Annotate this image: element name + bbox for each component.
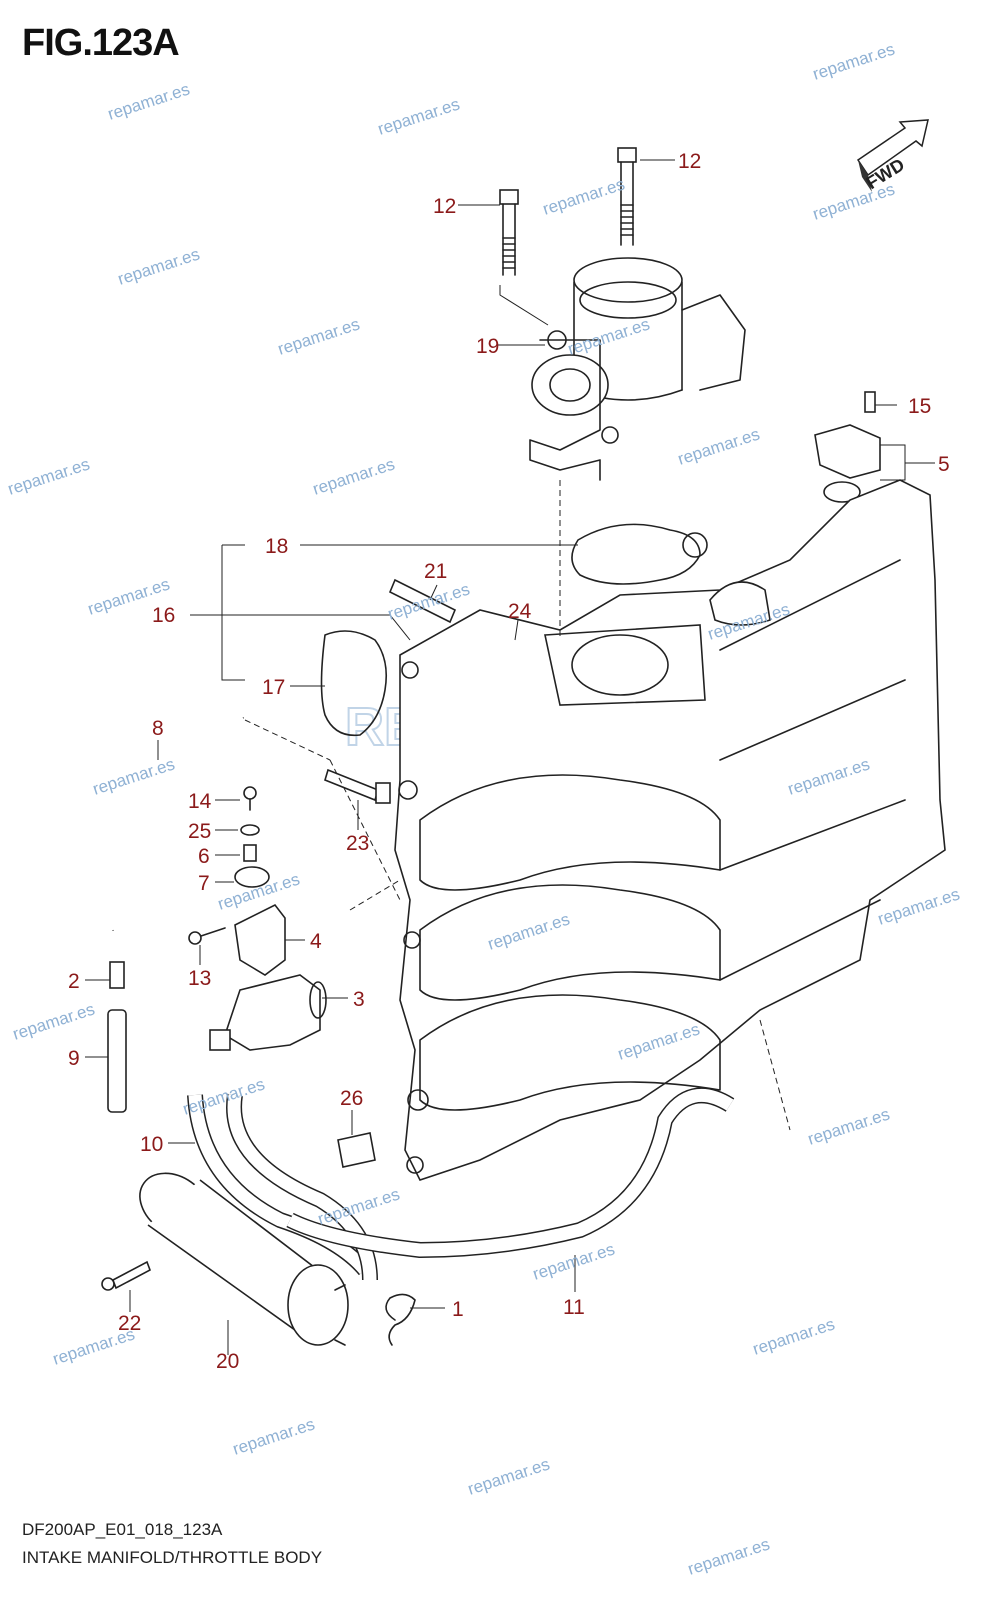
watermark-text: repamar.es <box>50 1324 137 1368</box>
callout-12-left: 12 <box>433 195 456 218</box>
intake-manifold <box>394 479 946 1181</box>
watermark-text: repamar.es <box>310 454 397 498</box>
watermark-text: repamar.es <box>540 174 627 218</box>
canister-20 <box>139 1172 349 1346</box>
watermark-text: repamar.es <box>90 754 177 798</box>
figure-title: FIG.123A <box>22 22 180 64</box>
callout-22: 22 <box>118 1312 141 1335</box>
grommet-7 <box>234 866 270 888</box>
watermark-text: repamar.es <box>115 244 202 288</box>
throttle-body <box>529 257 746 481</box>
watermark-text: repamar.es <box>675 424 762 468</box>
callout-12-right: 12 <box>678 150 701 173</box>
watermark-text: repamar.es <box>105 79 192 123</box>
callout-5: 5 <box>938 453 950 476</box>
bolt-13 <box>188 927 226 945</box>
callout-labels: 12 12 19 15 5 18 21 24 16 17 8 14 25 6 7… <box>68 150 950 1373</box>
hose-9 <box>107 1009 127 1113</box>
bracket-4 <box>234 903 286 976</box>
fwd-arrow-icon: FWD <box>856 119 929 193</box>
callout-11: 11 <box>563 1296 585 1319</box>
connector-2 <box>109 961 125 989</box>
bolt-22 <box>101 1260 151 1291</box>
callout-13: 13 <box>188 967 211 990</box>
watermark-text: repamar.es <box>810 39 897 83</box>
diagram-name: INTAKE MANIFOLD/THROTTLE BODY <box>22 1548 323 1567</box>
callout-2: 2 <box>68 970 80 993</box>
watermark-text: repamar.es <box>375 94 462 138</box>
callout-26: 26 <box>340 1087 363 1110</box>
callout-4: 4 <box>310 930 322 953</box>
callout-23: 23 <box>346 832 369 855</box>
watermark-text: repamar.es <box>875 884 962 928</box>
callout-19: 19 <box>476 335 499 358</box>
clamp-1 <box>385 1293 416 1346</box>
callout-15: 15 <box>908 395 931 418</box>
watermark-text: repamar.es <box>10 999 97 1043</box>
hose-8 <box>101 713 245 931</box>
watermark-text: repamar.es <box>275 314 362 358</box>
callout-10: 10 <box>140 1133 163 1156</box>
callout-20: 20 <box>216 1350 239 1373</box>
callout-18: 18 <box>265 535 288 558</box>
watermark-text: repamar.es <box>810 179 897 223</box>
watermark-text: repamar.es <box>565 314 652 358</box>
callout-17: 17 <box>262 676 285 699</box>
watermark-text: repamar.es <box>315 1184 402 1228</box>
bolt-12-left <box>499 189 519 276</box>
washer-25 <box>240 824 260 836</box>
callout-6: 6 <box>198 845 210 868</box>
watermark-text: repamar.es <box>805 1104 892 1148</box>
callout-14: 14 <box>188 790 212 813</box>
callout-8: 8 <box>152 717 164 740</box>
sensor-5 <box>814 391 881 503</box>
clip-26 <box>337 1132 376 1168</box>
leader-lines <box>85 159 935 1355</box>
bolt-23 <box>324 768 391 804</box>
gasket-18 <box>571 523 708 585</box>
callout-7: 7 <box>198 872 210 895</box>
collar-6 <box>243 844 257 862</box>
watermark-text: repamar.es <box>750 1314 837 1358</box>
watermark-text: repamar.es <box>230 1414 317 1458</box>
watermark-text: repamar.es <box>685 1534 772 1578</box>
screw-14 <box>243 786 257 811</box>
callout-16: 16 <box>152 604 175 627</box>
watermark-text: repamar.es <box>465 1454 552 1498</box>
callout-25: 25 <box>188 820 211 843</box>
watermark-text: repamar.es <box>5 454 92 498</box>
hose-11 <box>286 1087 735 1259</box>
stud-21 <box>388 578 457 624</box>
solenoid-valve-3 <box>209 974 327 1051</box>
callout-21: 21 <box>424 560 447 583</box>
watermark-text: repamar.es <box>180 1074 267 1118</box>
diagram-code: DF200AP_E01_018_123A <box>22 1520 223 1539</box>
bolt-12-right <box>617 147 637 246</box>
callout-3: 3 <box>353 988 365 1011</box>
callout-9: 9 <box>68 1047 80 1070</box>
callout-1: 1 <box>452 1298 464 1321</box>
gasket-16 <box>320 630 388 737</box>
callout-24: 24 <box>508 600 532 623</box>
